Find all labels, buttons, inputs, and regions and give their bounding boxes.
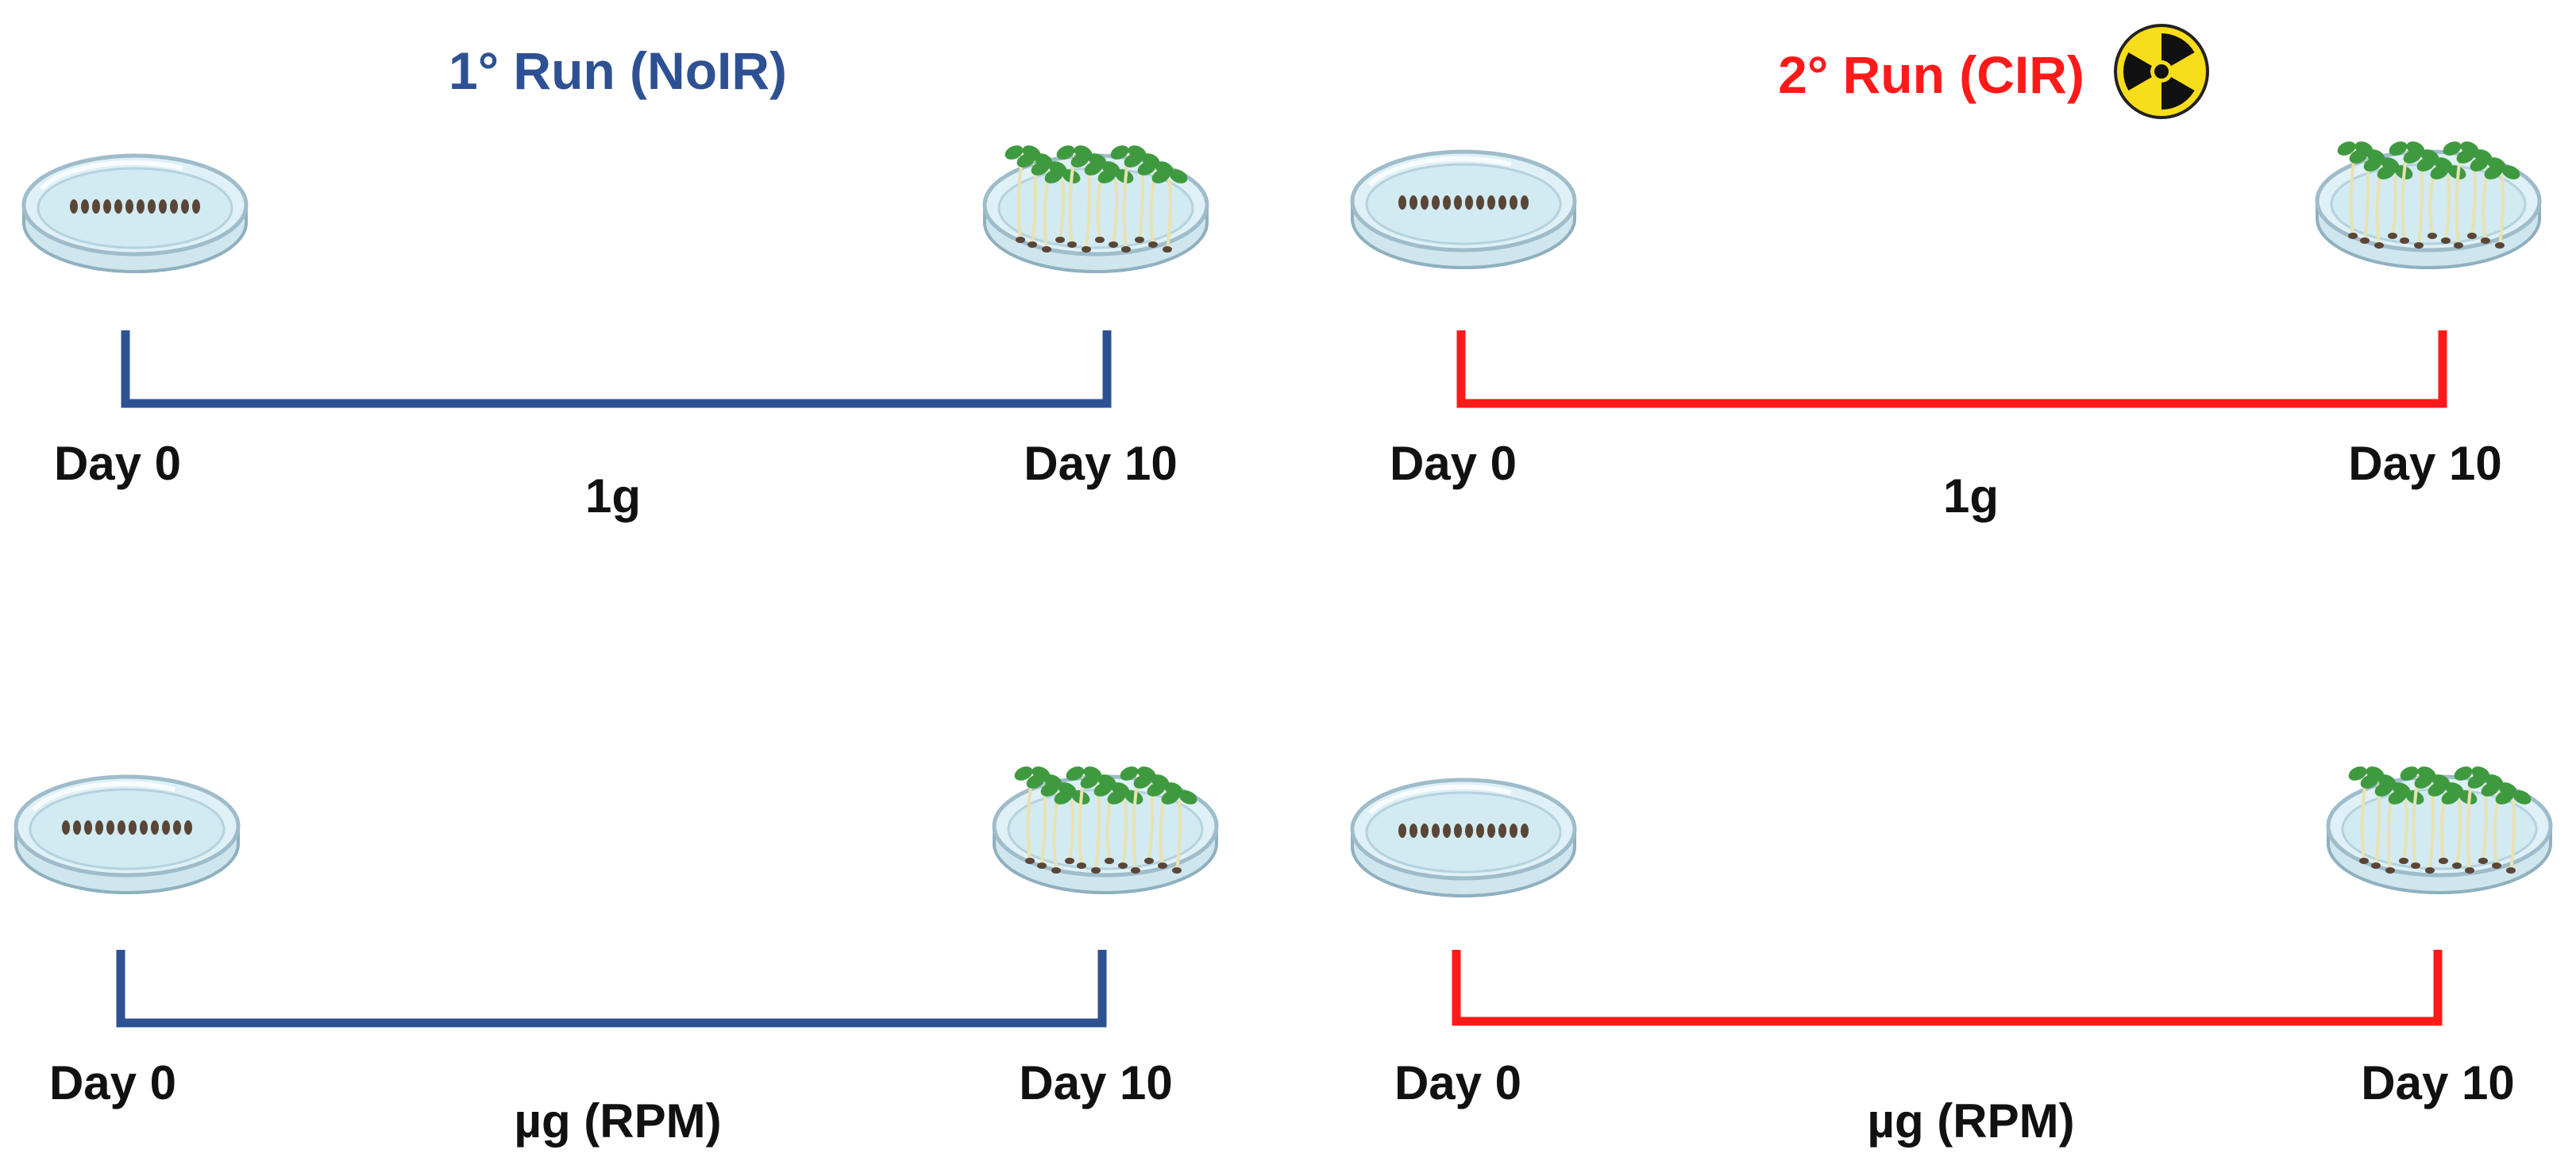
timeline-bracket	[116, 950, 1107, 1028]
condition-label: µg (RPM)	[514, 1094, 721, 1148]
start-label: Day 0	[1394, 1056, 1521, 1109]
start-label: Day 0	[1390, 437, 1517, 490]
end-label: Day 10	[2361, 1056, 2514, 1109]
panel-cir-1g: Day 0 Day 10 1g	[1352, 139, 2539, 523]
petri-dish-seeds-icon	[1352, 780, 1575, 896]
end-label: Day 10	[1019, 1056, 1172, 1109]
petri-dish-seeds-icon	[1352, 152, 1575, 268]
run-1-title: 1° Run (NoIR)	[449, 41, 787, 100]
timeline-bracket	[121, 330, 1112, 408]
petri-dish-seeds-icon	[24, 156, 246, 272]
petri-dish-seedlings-icon	[994, 764, 1217, 893]
timeline-bracket	[1456, 330, 2447, 408]
run-2-title: 2° Run (CIR)	[1778, 45, 2084, 104]
condition-label: µg (RPM)	[1867, 1094, 2074, 1148]
panel-noir-1g: Day 0 Day 10 1g	[24, 143, 1207, 523]
condition-label: 1g	[1943, 469, 1999, 523]
start-label: Day 0	[49, 1056, 176, 1109]
condition-label: 1g	[585, 469, 641, 523]
petri-dish-seedlings-icon	[2328, 764, 2551, 893]
panel-noir-ug: Day 0 Day 10 µg (RPM)	[16, 764, 1217, 1148]
panel-cir-ug: Day 0 Day 10 µg (RPM)	[1352, 764, 2551, 1148]
end-label: Day 10	[1024, 437, 1177, 490]
petri-dish-seedlings-icon	[985, 143, 1207, 272]
radiation-icon	[2114, 24, 2209, 119]
start-label: Day 0	[54, 437, 181, 490]
end-label: Day 10	[2348, 437, 2501, 490]
petri-dish-seedlings-icon	[2317, 139, 2539, 268]
petri-dish-seeds-icon	[16, 777, 238, 893]
timeline-bracket	[1452, 950, 2443, 1026]
